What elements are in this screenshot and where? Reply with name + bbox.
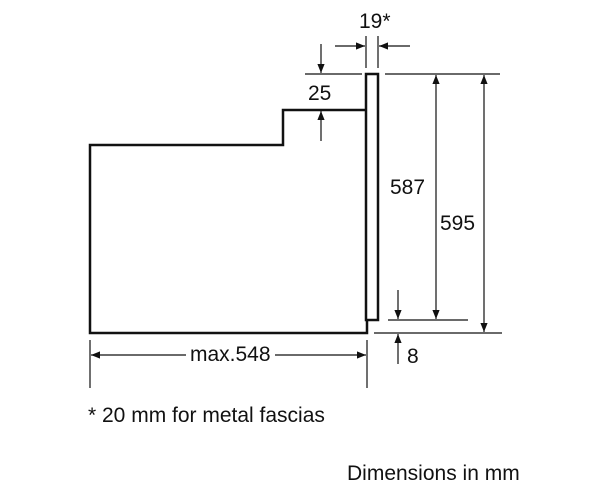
fascia-outline xyxy=(364,72,380,322)
footnote: * 20 mm for metal fascias xyxy=(88,404,325,427)
label-total-height: 595 xyxy=(440,212,476,235)
label-depth: max.548 xyxy=(186,343,275,367)
label-fascia-thickness: 19* xyxy=(359,10,391,33)
units-note: Dimensions in mm xyxy=(347,462,520,485)
label-bottom-gap: 8 xyxy=(407,345,419,368)
oven-body-outline xyxy=(88,108,369,335)
label-inner-height: 587 xyxy=(390,176,426,199)
label-top-step: 25 xyxy=(308,82,332,105)
